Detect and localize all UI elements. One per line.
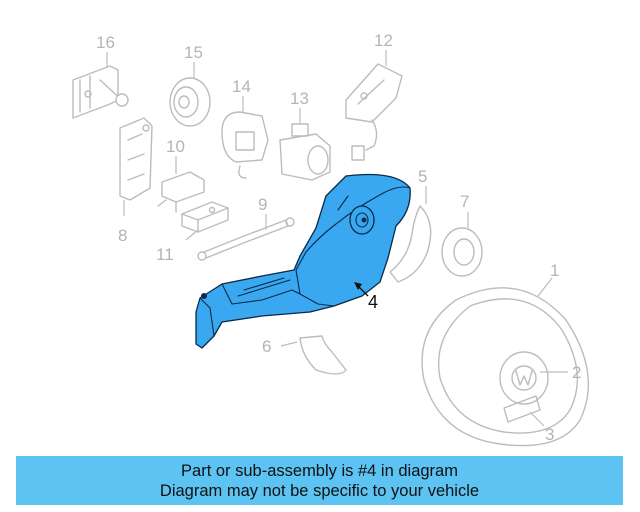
spare-tire-cover-icon xyxy=(421,277,590,447)
callout-2: 2 xyxy=(572,363,581,382)
brake-caliper-icon xyxy=(221,96,269,179)
hinge-bracket-icon xyxy=(72,52,129,119)
bracket-icon xyxy=(119,117,153,216)
info-banner: Part or sub-assembly is #4 in diagram Di… xyxy=(16,456,623,505)
parts-diagram: 16 15 14 13 12 8 xyxy=(72,31,590,447)
callout-6: 6 xyxy=(262,337,271,356)
callout-16: 16 xyxy=(96,33,115,52)
callout-7: 7 xyxy=(460,192,469,211)
motor-actuator-icon xyxy=(279,108,331,181)
lever-arm-icon xyxy=(157,156,205,213)
callout-3: 3 xyxy=(545,425,554,444)
callout-13: 13 xyxy=(290,89,309,108)
support-block-icon xyxy=(181,201,229,241)
mounting-plate-icon xyxy=(345,50,403,161)
callout-8: 8 xyxy=(118,226,127,245)
trim-panel-icon xyxy=(389,186,432,283)
callout-12: 12 xyxy=(374,31,393,50)
vw-logo-icon xyxy=(511,365,568,391)
banner-line-1: Part or sub-assembly is #4 in diagram xyxy=(181,461,458,480)
gas-strut-icon xyxy=(197,214,295,261)
callout-9: 9 xyxy=(258,195,267,214)
spare-wheel-well-icon xyxy=(195,173,411,349)
mud-flap-icon xyxy=(280,335,347,375)
round-emblem-icon xyxy=(441,212,483,277)
callout-4: 4 xyxy=(368,292,378,312)
callout-14: 14 xyxy=(232,77,251,96)
banner-line-2: Diagram may not be specific to your vehi… xyxy=(159,481,480,500)
callout-11: 11 xyxy=(156,245,174,264)
callout-1: 1 xyxy=(550,261,559,280)
latch-insert-icon xyxy=(529,411,545,427)
wheel-hub-icon xyxy=(169,62,211,127)
callout-10: 10 xyxy=(166,137,185,156)
callout-15: 15 xyxy=(184,43,203,62)
callout-5: 5 xyxy=(418,167,427,186)
